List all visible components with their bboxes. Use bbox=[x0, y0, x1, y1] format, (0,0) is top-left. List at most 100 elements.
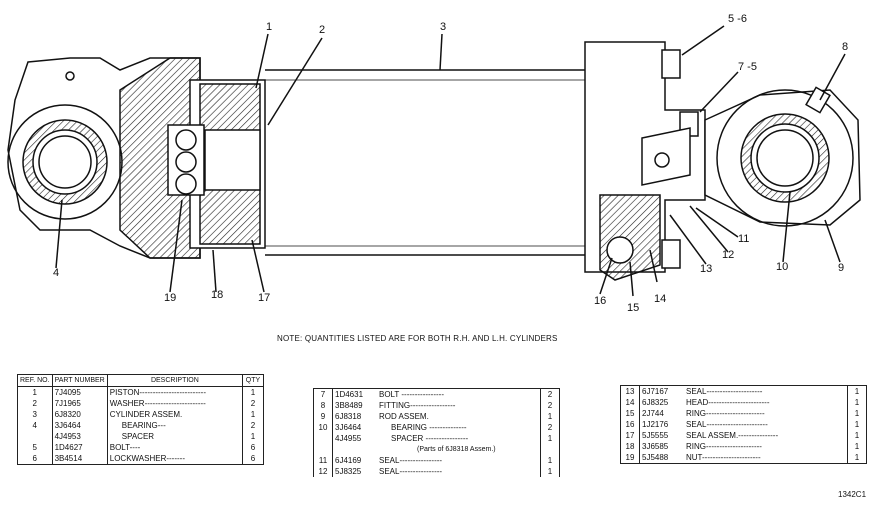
desc-cell: (Parts of 6J8318 Assem.) bbox=[417, 445, 496, 453]
qty-cell: 2 bbox=[242, 398, 264, 409]
callout-8: 8 bbox=[842, 41, 849, 53]
ref-cell: 3 bbox=[17, 409, 53, 420]
desc-cell: FITTING----------------- bbox=[379, 400, 456, 410]
part-cell: 3J6585 bbox=[642, 441, 669, 451]
part-cell: 3B4514 bbox=[52, 453, 108, 465]
callout-9: 9 bbox=[838, 262, 845, 274]
ref-cell: 10 bbox=[313, 422, 333, 433]
ref-cell: 12 bbox=[313, 466, 333, 477]
part-cell: 3B8489 bbox=[335, 400, 363, 410]
part-cell: 7J1965 bbox=[52, 398, 108, 409]
ref-cell: 9 bbox=[313, 411, 333, 422]
qty-cell: 1 bbox=[847, 452, 867, 464]
ref-cell: 4 bbox=[17, 420, 53, 431]
ref-cell: 6 bbox=[17, 453, 53, 465]
qty-cell: 1 bbox=[847, 419, 867, 430]
qty-cell: 1 bbox=[847, 441, 867, 452]
qty-cell: 1 bbox=[540, 466, 560, 477]
desc-cell: BEARING -------------- bbox=[391, 422, 467, 432]
desc-cell: NUT---------------------- bbox=[686, 452, 761, 462]
callout-4: 4 bbox=[53, 267, 60, 279]
qty-cell bbox=[540, 444, 560, 455]
desc-cell: SEAL----------------------- bbox=[686, 419, 768, 429]
part-cell: 3J6464 bbox=[52, 420, 108, 431]
desc-cell: LOCKWASHER------- bbox=[109, 453, 185, 463]
desc-cell: HEAD----------------------- bbox=[686, 397, 770, 407]
part-cell: 7J4095 bbox=[52, 386, 108, 398]
part-cell: 4J4955 bbox=[335, 433, 362, 443]
desc-cell: CYLINDER ASSEM. bbox=[109, 409, 183, 419]
header-ref-no: REF. NO. bbox=[17, 374, 53, 387]
desc-cell: SEAL---------------- bbox=[379, 455, 443, 465]
ref-cell: 11 bbox=[313, 455, 333, 466]
part-cell: 2J744 bbox=[642, 408, 664, 418]
ref-cell: 2 bbox=[17, 398, 53, 409]
desc-cell: SPACER ---------------- bbox=[391, 433, 469, 443]
desc-cell: SEAL--------------------- bbox=[686, 386, 763, 396]
desc-cell: PISTON------------------------- bbox=[109, 387, 206, 397]
header-description: DESCRIPTION bbox=[107, 374, 243, 387]
callout-11: 11 bbox=[738, 233, 750, 245]
part-cell bbox=[333, 444, 378, 455]
ref-cell: 17 bbox=[620, 430, 640, 441]
ref-cell: 1 bbox=[17, 386, 53, 398]
part-cell: 6J8325 bbox=[642, 397, 669, 407]
callout-1: 1 bbox=[266, 21, 273, 33]
part-cell: 6J7167 bbox=[642, 386, 669, 396]
qty-cell: 1 bbox=[847, 408, 867, 419]
callout-10: 10 bbox=[776, 261, 789, 273]
qty-cell: 1 bbox=[540, 433, 560, 444]
qty-cell: 2 bbox=[242, 420, 264, 431]
ref-cell: 7 bbox=[313, 388, 333, 400]
ref-cell: 19 bbox=[620, 452, 640, 464]
ref-cell bbox=[313, 444, 333, 455]
right-eye-outer bbox=[716, 89, 854, 227]
qty-cell: 1 bbox=[847, 397, 867, 408]
ref-cell: 15 bbox=[620, 408, 640, 419]
part-cell: 4J4953 bbox=[52, 431, 108, 442]
part-cell: 1D4627 bbox=[52, 442, 108, 453]
ref-cell: 18 bbox=[620, 441, 640, 452]
ref-cell: 16 bbox=[620, 419, 640, 430]
desc-cell: SPACER bbox=[121, 431, 155, 441]
callout-2: 2 bbox=[319, 24, 326, 36]
ref-cell bbox=[17, 431, 53, 442]
table-row: (Parts of 6J8318 Assem.) bbox=[313, 444, 560, 455]
ref-cell: 8 bbox=[313, 400, 333, 411]
qty-cell: 1 bbox=[242, 409, 264, 420]
desc-cell: BOLT---- bbox=[109, 442, 141, 452]
qty-cell: 2 bbox=[540, 400, 560, 411]
ref-cell: 13 bbox=[620, 385, 640, 397]
qty-cell: 1 bbox=[847, 430, 867, 441]
ref-cell: 14 bbox=[620, 397, 640, 408]
ref-cell: 5 bbox=[17, 442, 53, 453]
callout-14: 14 bbox=[654, 293, 667, 305]
callout-18: 18 bbox=[211, 289, 224, 301]
drawing-number: 1342C1 bbox=[838, 490, 867, 499]
callout-15: 15 bbox=[627, 302, 640, 314]
qty-cell: 6 bbox=[242, 442, 264, 453]
header-part-number: PART NUMBER bbox=[52, 374, 108, 387]
callout-19: 19 bbox=[164, 292, 177, 304]
qty-cell: 1 bbox=[847, 385, 867, 397]
part-cell: 6J4169 bbox=[335, 455, 362, 465]
